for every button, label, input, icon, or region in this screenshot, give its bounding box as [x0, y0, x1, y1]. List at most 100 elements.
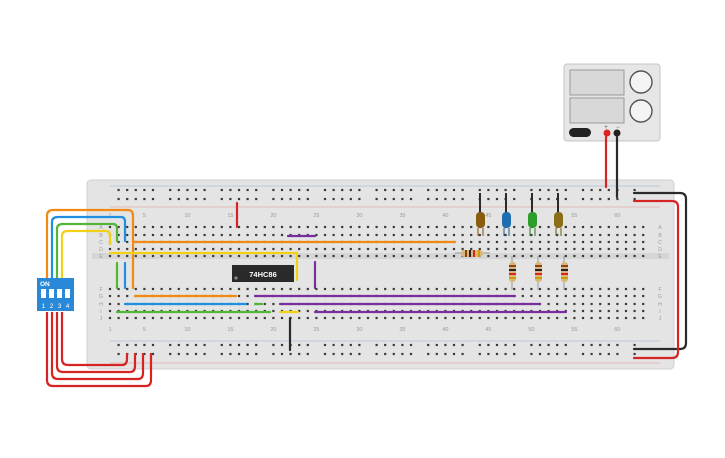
wire-switch2-blue[interactable] — [50, 215, 127, 278]
breadboard-hole[interactable] — [616, 294, 619, 298]
breadboard-hole[interactable] — [315, 316, 318, 320]
breadboard-hole[interactable] — [280, 233, 284, 237]
breadboard-hole[interactable] — [220, 197, 223, 201]
breadboard-hole[interactable] — [358, 343, 361, 347]
breadboard-hole[interactable] — [607, 352, 610, 356]
breadboard-hole[interactable] — [513, 247, 516, 251]
breadboard-hole[interactable] — [229, 254, 232, 258]
breadboard-hole[interactable] — [573, 247, 576, 251]
breadboard-hole[interactable] — [126, 247, 129, 251]
breadboard-hole[interactable] — [203, 233, 206, 237]
breadboard-hole[interactable] — [143, 352, 146, 356]
breadboard-hole[interactable] — [461, 316, 464, 320]
breadboard-hole[interactable] — [151, 233, 155, 237]
breadboard-hole[interactable] — [306, 316, 309, 320]
breadboard-hole[interactable] — [547, 343, 550, 347]
breadboard-hole[interactable] — [392, 247, 395, 251]
breadboard-hole[interactable] — [616, 247, 619, 251]
breadboard-hole[interactable] — [212, 254, 215, 258]
breadboard-hole[interactable] — [624, 316, 628, 320]
breadboard-hole[interactable] — [607, 343, 610, 347]
breadboard-hole[interactable] — [134, 233, 137, 237]
wire-rail-gnd-bridge[interactable] — [632, 191, 688, 351]
breadboard-hole[interactable] — [160, 316, 163, 320]
breadboard-hole[interactable] — [272, 316, 275, 320]
breadboard-hole[interactable] — [401, 188, 404, 192]
breadboard-hole[interactable] — [435, 247, 438, 251]
dip-toggle-3[interactable] — [57, 289, 62, 298]
breadboard-hole[interactable] — [504, 352, 507, 356]
breadboard-hole[interactable] — [530, 247, 533, 251]
breadboard-hole[interactable] — [513, 343, 516, 347]
breadboard-hole[interactable] — [401, 233, 404, 237]
breadboard-hole[interactable] — [246, 287, 249, 291]
breadboard-hole[interactable] — [246, 316, 249, 320]
breadboard-hole[interactable] — [220, 343, 223, 347]
resistor-2[interactable] — [535, 256, 542, 290]
breadboard-hole[interactable] — [607, 233, 610, 237]
breadboard-hole[interactable] — [547, 302, 550, 306]
breadboard-hole[interactable] — [495, 188, 499, 192]
breadboard-hole[interactable] — [642, 316, 645, 320]
breadboard-hole[interactable] — [607, 188, 610, 192]
breadboard-hole[interactable] — [401, 343, 404, 347]
breadboard-hole[interactable] — [151, 247, 155, 251]
breadboard-hole[interactable] — [151, 343, 155, 347]
breadboard-hole[interactable] — [624, 294, 628, 298]
breadboard-hole[interactable] — [427, 225, 430, 229]
breadboard-hole[interactable] — [229, 247, 232, 251]
breadboard-hole[interactable] — [444, 343, 447, 347]
led-blue-2[interactable] — [502, 193, 511, 236]
breadboard-hole[interactable] — [521, 294, 524, 298]
breadboard-hole[interactable] — [280, 225, 284, 229]
breadboard-hole[interactable] — [117, 316, 120, 320]
breadboard-hole[interactable] — [547, 352, 550, 356]
breadboard-hole[interactable] — [556, 240, 559, 244]
breadboard-hole[interactable] — [229, 316, 232, 320]
resistor-1[interactable] — [509, 256, 516, 290]
breadboard-hole[interactable] — [495, 197, 499, 201]
breadboard-hole[interactable] — [306, 309, 309, 313]
breadboard-hole[interactable] — [349, 316, 352, 320]
breadboard-hole[interactable] — [117, 287, 120, 291]
breadboard-hole[interactable] — [607, 294, 610, 298]
breadboard-hole[interactable] — [358, 197, 361, 201]
breadboard-hole[interactable] — [341, 316, 344, 320]
breadboard-hole[interactable] — [478, 247, 481, 251]
breadboard-hole[interactable] — [590, 294, 593, 298]
breadboard-hole[interactable] — [246, 352, 249, 356]
breadboard-hole[interactable] — [521, 287, 524, 291]
breadboard-hole[interactable] — [616, 225, 619, 229]
breadboard-hole[interactable] — [255, 254, 258, 258]
breadboard-hole[interactable] — [255, 197, 258, 201]
breadboard-hole[interactable] — [306, 188, 309, 192]
breadboard-hole[interactable] — [470, 240, 473, 244]
breadboard-hole[interactable] — [134, 188, 137, 192]
breadboard-hole[interactable] — [624, 233, 628, 237]
breadboard-hole[interactable] — [624, 225, 628, 229]
breadboard-hole[interactable] — [323, 316, 327, 320]
breadboard-hole[interactable] — [358, 225, 361, 229]
breadboard-hole[interactable] — [495, 316, 499, 320]
breadboard-hole[interactable] — [581, 225, 585, 229]
breadboard-hole[interactable] — [358, 352, 361, 356]
breadboard-hole[interactable] — [203, 287, 206, 291]
breadboard-hole[interactable] — [581, 254, 585, 258]
breadboard-hole[interactable] — [298, 352, 301, 356]
breadboard-hole[interactable] — [573, 240, 576, 244]
breadboard-hole[interactable] — [616, 352, 619, 356]
breadboard-hole[interactable] — [495, 287, 499, 291]
breadboard-hole[interactable] — [470, 316, 473, 320]
breadboard-hole[interactable] — [151, 197, 155, 201]
breadboard-hole[interactable] — [392, 225, 395, 229]
breadboard-hole[interactable] — [452, 188, 456, 192]
breadboard-hole[interactable] — [315, 233, 318, 237]
breadboard-hole[interactable] — [332, 316, 335, 320]
breadboard-hole[interactable] — [409, 233, 413, 237]
power-supply[interactable]: + − — [563, 63, 661, 142]
breadboard-hole[interactable] — [607, 309, 610, 313]
breadboard-hole[interactable] — [186, 233, 189, 237]
breadboard-hole[interactable] — [117, 302, 120, 306]
breadboard-hole[interactable] — [581, 233, 585, 237]
breadboard-hole[interactable] — [607, 302, 610, 306]
